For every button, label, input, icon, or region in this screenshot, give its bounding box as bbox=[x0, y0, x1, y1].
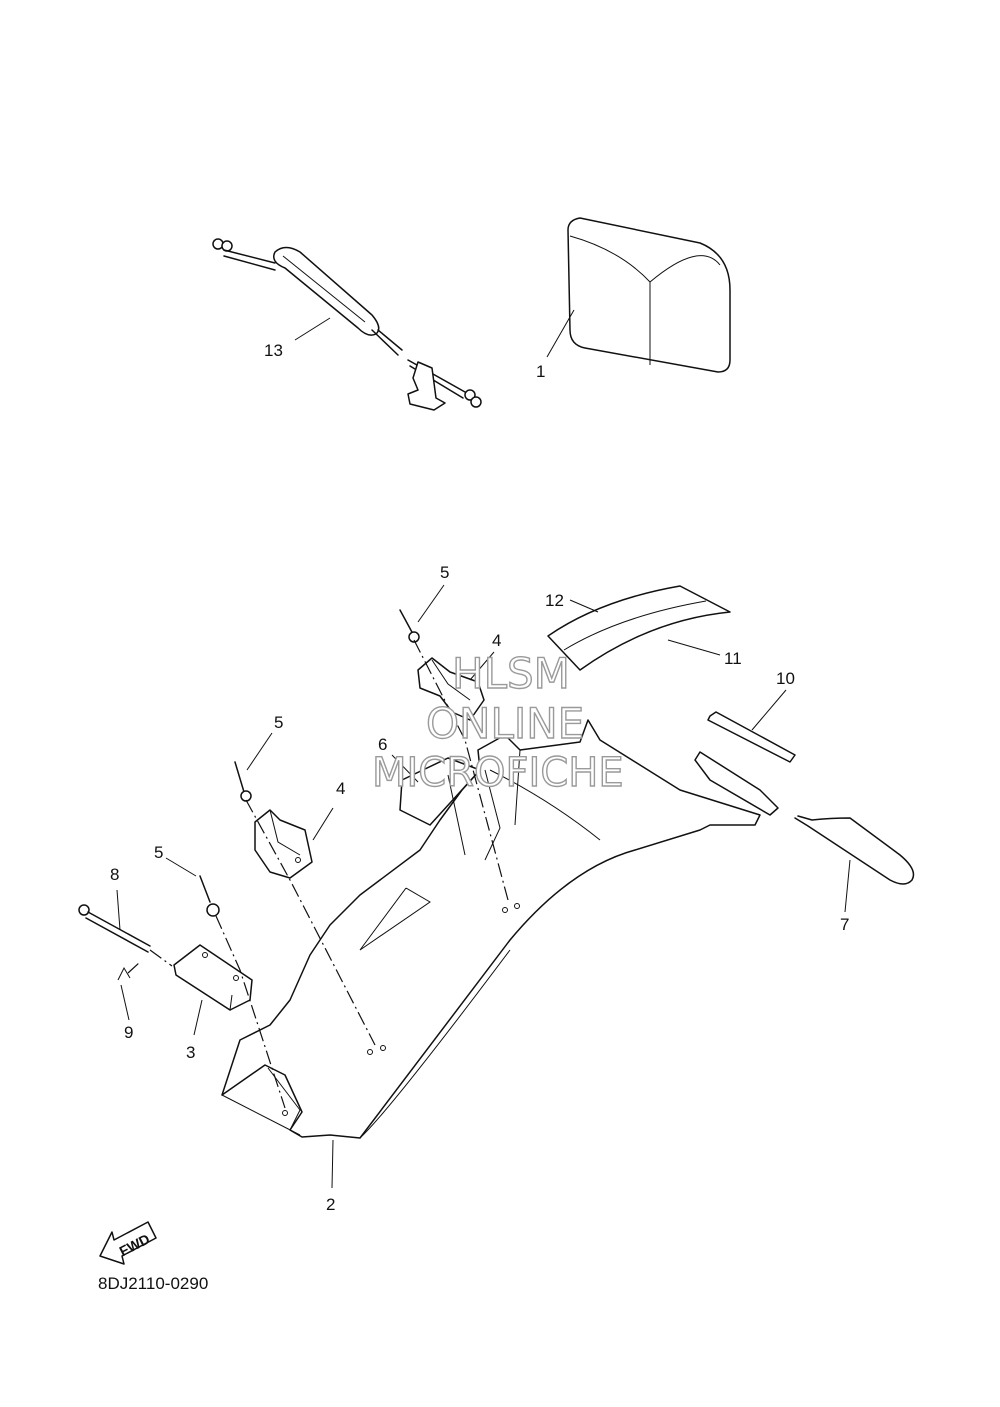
callout-6: 6 bbox=[378, 735, 387, 754]
callout-5-mid: 5 bbox=[274, 713, 283, 732]
clip-4-upper bbox=[417, 657, 485, 721]
callout-2: 2 bbox=[326, 1195, 335, 1214]
clip-9 bbox=[117, 966, 131, 981]
watermark-line-2: ONLINE bbox=[426, 699, 584, 748]
cable-assembly-13 bbox=[212, 238, 482, 411]
screw-5-mid bbox=[234, 761, 252, 802]
case-box-1 bbox=[567, 217, 731, 373]
screw-5-low bbox=[199, 875, 220, 917]
watermark-line-1: HLSM bbox=[452, 649, 570, 698]
callout-7: 7 bbox=[840, 915, 849, 934]
callout-1: 1 bbox=[536, 362, 545, 381]
fwd-label: FWD bbox=[117, 1231, 153, 1260]
callout-12: 12 bbox=[545, 591, 564, 610]
callout-8: 8 bbox=[110, 865, 119, 884]
callout-5-low: 5 bbox=[154, 843, 163, 862]
strip-12-11 bbox=[547, 585, 731, 671]
hinge-bracket-3 bbox=[173, 944, 253, 1011]
callout-3: 3 bbox=[186, 1043, 195, 1062]
diagram-code: 8DJ2110-0290 bbox=[98, 1274, 208, 1293]
pin-8 bbox=[78, 904, 151, 953]
callout-4-lower: 4 bbox=[336, 779, 345, 798]
callout-9: 9 bbox=[124, 1023, 133, 1042]
assembly-lines bbox=[127, 639, 509, 1109]
fwd-arrow: FWD bbox=[99, 1221, 157, 1265]
callout-4-upper: 4 bbox=[492, 631, 501, 650]
sticker-6 bbox=[399, 757, 501, 861]
watermark-line-3: MICROFICHE bbox=[372, 750, 624, 796]
callout-11: 11 bbox=[724, 649, 742, 668]
screw-5-top bbox=[399, 609, 420, 643]
watermark: HLSM ONLINE MICROFICHE bbox=[371, 648, 624, 796]
callout-5-top: 5 bbox=[440, 563, 449, 582]
callout-13: 13 bbox=[264, 341, 283, 360]
clip-4-lower bbox=[254, 809, 313, 879]
main-cover-2 bbox=[221, 719, 779, 1139]
callouts: 13 1 5 12 4 11 10 5 6 4 5 8 7 9 3 2 bbox=[110, 341, 849, 1214]
leader-lines bbox=[116, 309, 851, 1189]
callout-10: 10 bbox=[776, 669, 795, 688]
bar-10 bbox=[707, 711, 796, 763]
hook-7 bbox=[794, 815, 915, 885]
